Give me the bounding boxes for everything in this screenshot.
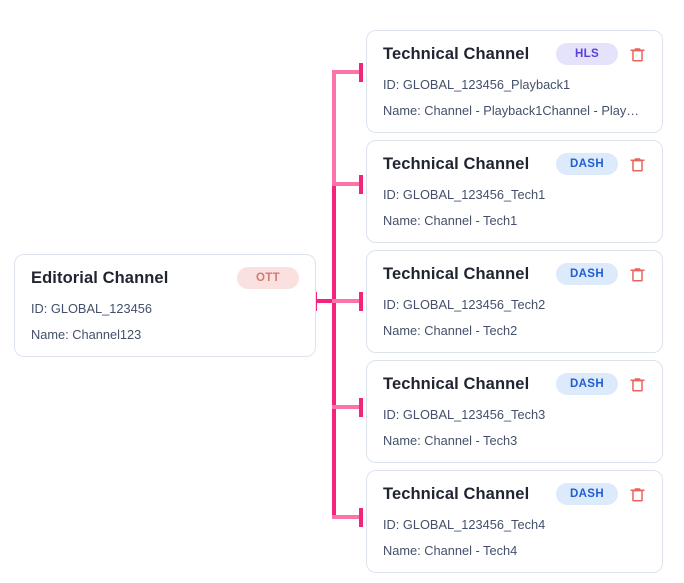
card-id-line: ID: GLOBAL_123456_Tech4 [383, 517, 546, 532]
card-title: Technical Channel [383, 484, 530, 503]
card-header: Technical Channel DASH [383, 483, 646, 505]
card-id-line: ID: GLOBAL_123456_Playback1 [383, 77, 571, 92]
card-name-line: Name: Channel123 [31, 327, 142, 342]
status-badge: DASH [556, 483, 618, 505]
technical-channel-card[interactable]: Technical Channel HLS ID: GLOBAL_123456_… [366, 30, 663, 133]
technical-channel-card[interactable]: Technical Channel DASH ID: GLOBAL_123456… [366, 360, 663, 463]
card-id-line: ID: GLOBAL_123456_Tech3 [383, 407, 546, 422]
card-id-line: ID: GLOBAL_123456_Tech2 [383, 297, 546, 312]
technical-channel-card[interactable]: Technical Channel DASH ID: GLOBAL_123456… [366, 250, 663, 353]
delete-button[interactable] [628, 265, 646, 283]
delete-button[interactable] [628, 485, 646, 503]
delete-button[interactable] [628, 45, 646, 63]
editorial-channel-card[interactable]: Editorial Channel OTT ID: GLOBAL_123456 … [14, 254, 316, 357]
delete-button[interactable] [628, 155, 646, 173]
card-header: Technical Channel DASH [383, 153, 646, 175]
technical-channel-card[interactable]: Technical Channel DASH ID: GLOBAL_123456… [366, 140, 663, 243]
card-title: Editorial Channel [31, 268, 169, 287]
card-title: Technical Channel [383, 154, 530, 173]
card-header-actions: HLS [556, 43, 646, 65]
card-header-actions: OTT [237, 267, 299, 289]
card-name-line: Name: Channel - Tech2 [383, 323, 518, 338]
card-name-line: Name: Channel - Tech3 [383, 433, 518, 448]
card-id-line: ID: GLOBAL_123456 [31, 301, 152, 316]
card-title: Technical Channel [383, 374, 530, 393]
card-header: Editorial Channel OTT [31, 267, 299, 289]
card-title: Technical Channel [383, 44, 530, 63]
trash-icon [629, 377, 645, 392]
card-id-line: ID: GLOBAL_123456_Tech1 [383, 187, 546, 202]
status-badge: OTT [237, 267, 299, 289]
trash-icon [629, 47, 645, 62]
card-name-line: Name: Channel - Playback1Channel - Playb… [383, 103, 641, 118]
card-header: Technical Channel HLS [383, 43, 646, 65]
trash-icon [629, 267, 645, 282]
status-badge: DASH [556, 373, 618, 395]
delete-button[interactable] [628, 375, 646, 393]
status-badge: DASH [556, 263, 618, 285]
card-header-actions: DASH [556, 153, 646, 175]
card-header-actions: DASH [556, 263, 646, 285]
trash-icon [629, 157, 645, 172]
status-badge: HLS [556, 43, 618, 65]
technical-channel-card[interactable]: Technical Channel DASH ID: GLOBAL_123456… [366, 470, 663, 573]
card-header: Technical Channel DASH [383, 373, 646, 395]
trash-icon [629, 487, 645, 502]
card-header: Technical Channel DASH [383, 263, 646, 285]
status-badge: DASH [556, 153, 618, 175]
card-header-actions: DASH [556, 483, 646, 505]
card-title: Technical Channel [383, 264, 530, 283]
card-header-actions: DASH [556, 373, 646, 395]
card-name-line: Name: Channel - Tech4 [383, 543, 518, 558]
card-name-line: Name: Channel - Tech1 [383, 213, 518, 228]
